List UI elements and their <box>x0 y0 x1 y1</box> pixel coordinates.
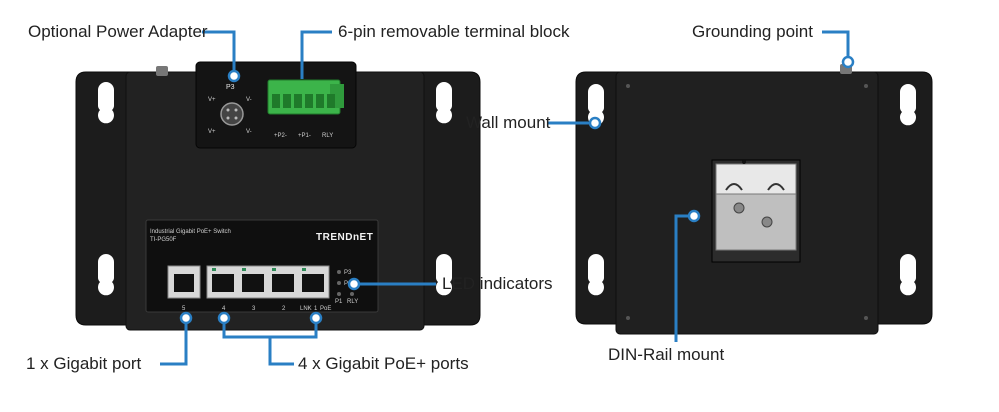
terminal-label-p1: +P1- <box>298 133 311 139</box>
callout-wall-mount: Wall mount <box>466 113 551 132</box>
model-line-text: Industrial Gigabit PoE+ Switch <box>150 229 231 235</box>
model-code-text: TI-PG50F <box>150 237 177 243</box>
port-number-2: 2 <box>282 306 286 312</box>
port-number-3: 3 <box>252 306 256 312</box>
switch-back-view <box>575 64 933 335</box>
callout-power-adapter: Optional Power Adapter <box>28 22 208 41</box>
power-vminus-label-2: V- <box>246 129 252 135</box>
port-poe-legend: PoE <box>320 306 331 312</box>
port-number-4: 4 <box>222 306 226 312</box>
power-vminus-label: V- <box>246 97 252 103</box>
din-rail-clip <box>711 159 801 263</box>
callout-grounding-point: Grounding point <box>692 22 813 41</box>
led-label-rly: RLY <box>347 299 358 305</box>
ground-screw-icon <box>156 66 168 76</box>
callout-din-rail: DIN-Rail mount <box>608 345 725 364</box>
power-jack-icon <box>220 102 244 126</box>
terminal-label-rly: RLY <box>322 133 333 139</box>
poe-port-2 <box>272 274 294 292</box>
port-number-1: 1 <box>314 306 318 312</box>
poe-port-4 <box>212 274 234 292</box>
wall-mount-slot-back-icon <box>588 84 916 296</box>
power-adapter-port: P3 V+ V- V+ V- <box>208 84 252 135</box>
port-lnk-legend: LNK <box>300 306 312 312</box>
poe-port-1 <box>302 274 324 292</box>
terminal-block: +P2- +P1- RLY <box>267 79 344 139</box>
poe-port-3 <box>242 274 264 292</box>
port-number-5: 5 <box>182 306 186 312</box>
callout-terminal-block: 6-pin removable terminal block <box>338 22 570 41</box>
terminal-label-p2: +P2- <box>274 133 287 139</box>
led-label-p3: P3 <box>344 270 352 276</box>
switch-front-view: P3 V+ V- V+ V- +P2- +P1- RLY Industrial … <box>75 61 481 331</box>
callout-led-indicators: LED indicators <box>442 274 553 293</box>
power-vplus-label: V+ <box>208 97 216 103</box>
led-label-p1: P1 <box>335 299 343 305</box>
callout-lines <box>160 30 855 366</box>
power-vplus-label-2: V+ <box>208 129 216 135</box>
callout-gigabit-port: 1 x Gigabit port <box>26 354 142 373</box>
power-port-label: P3 <box>226 84 235 91</box>
wall-mount-slot-icon <box>97 82 452 296</box>
brand-logo: TRENDnET <box>316 232 373 243</box>
callout-poe-ports: 4 x Gigabit PoE+ ports <box>298 354 469 373</box>
gigabit-port-5 <box>167 265 201 299</box>
